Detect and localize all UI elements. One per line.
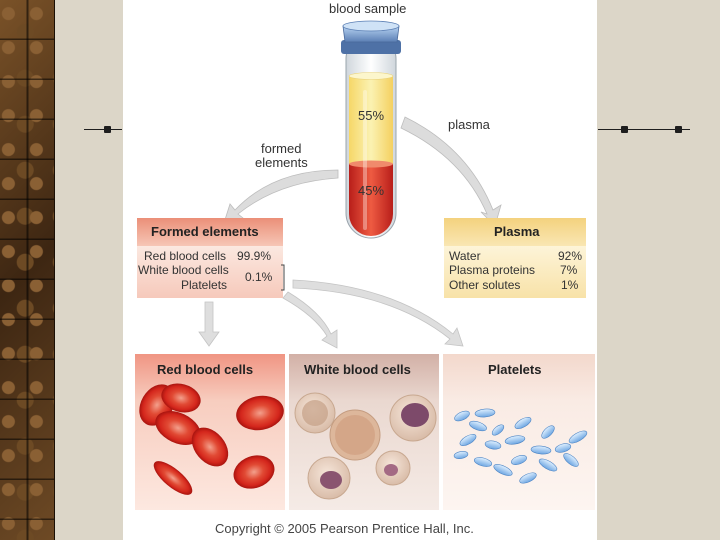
blood-diagram — [135, 20, 595, 510]
formed-elements-box — [137, 218, 285, 298]
formed-row-wbc-name: White blood cells — [138, 263, 229, 277]
plasma-percent: 55% — [358, 108, 385, 123]
plasma-row-water-name: Water — [449, 249, 481, 263]
formed-row-rbc-name: Red blood cells — [144, 249, 227, 263]
plasma-layer — [349, 76, 393, 164]
diagram-canvas: blood sample 55% 45% plasma formed eleme… — [123, 0, 597, 540]
plasma-row-solutes-name: Other solutes — [449, 278, 521, 292]
left-deco-dot — [104, 126, 111, 133]
wbc-arrow — [282, 291, 338, 349]
platelet-group — [453, 408, 588, 484]
formed-row-rbc-value: 99.9% — [237, 249, 272, 263]
formed-row-wbc-value: 0.1% — [245, 270, 273, 284]
platelet-panel — [443, 354, 595, 510]
plasma-row-proteins-value: 7% — [560, 263, 578, 277]
right-deco-dot — [675, 126, 682, 133]
wbc-panel-title: White blood cells — [304, 362, 411, 377]
formed-percent: 45% — [358, 183, 385, 198]
rbc-arrow — [198, 301, 220, 347]
formed-elements-title: Formed elements — [151, 224, 259, 239]
formed-arrow-label-1: formed — [261, 141, 302, 156]
decorative-wood-strip — [0, 0, 55, 540]
formed-arrow-label-2: elements — [255, 155, 308, 170]
plasma-arrow-label: plasma — [448, 117, 490, 132]
right-deco-dot — [621, 126, 628, 133]
formed-row-platelets-name: Platelets — [181, 278, 228, 292]
left-deco-line — [84, 129, 122, 130]
test-tube — [341, 20, 401, 239]
plasma-arrow — [400, 116, 502, 227]
formed-layer — [349, 164, 393, 236]
copyright-text: Copyright © 2005 Pearson Prentice Hall, … — [215, 521, 474, 536]
plasma-row-proteins-name: Plasma proteins — [449, 263, 536, 277]
plasma-row-water-value: 92% — [558, 249, 583, 263]
white-blood-cell-group — [294, 392, 437, 500]
rbc-panel-title: Red blood cells — [157, 362, 254, 377]
right-deco-line — [598, 129, 690, 130]
red-blood-cell-group — [139, 383, 284, 495]
platelet-arrow — [292, 279, 464, 347]
plasma-box-title: Plasma — [494, 224, 540, 239]
blood-sample-label: blood sample — [329, 1, 407, 16]
plasma-row-solutes-value: 1% — [561, 278, 579, 292]
formed-arrow — [222, 169, 339, 227]
plasma-box — [444, 218, 586, 298]
platelet-panel-title: Platelets — [488, 362, 542, 377]
